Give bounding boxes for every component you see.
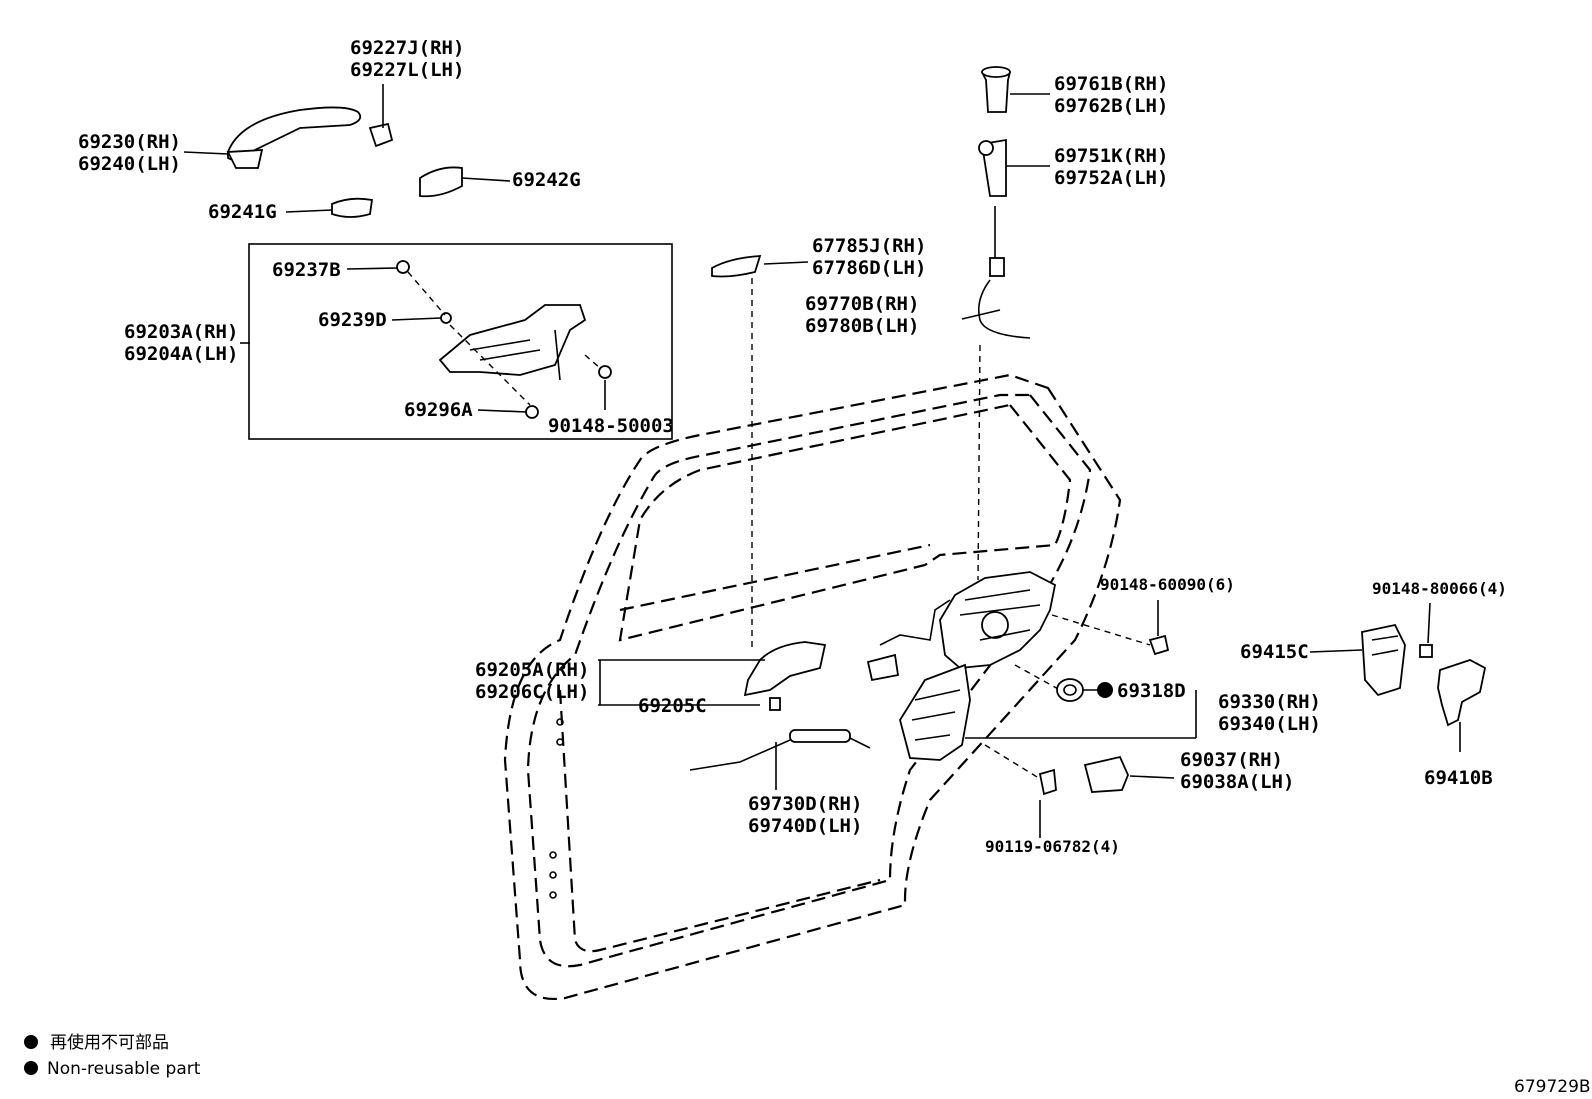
label-69740D: 69740D(LH) — [748, 815, 862, 837]
label-69205C: 69205C — [638, 695, 707, 717]
label-69330: 69330(RH) — [1218, 691, 1321, 713]
label-69780B: 69780B(LH) — [805, 315, 919, 337]
frame-assembly-box — [248, 243, 673, 440]
label-69237B: 69237B — [272, 259, 341, 281]
label-69206C: 69206C(LH) — [475, 681, 589, 703]
leader-lines — [183, 84, 1461, 838]
outer-handle-frame — [396, 260, 612, 419]
legend: 再使用不可部品 Non-reusable part — [24, 1032, 201, 1079]
label-90119-06782: 90119-06782(4) — [985, 837, 1120, 856]
label-69770B: 69770B(RH) — [805, 293, 919, 315]
label-90148-50003: 90148-50003 — [548, 415, 674, 437]
inside-handle-parts — [689, 255, 871, 771]
label-67786D: 67786D(LH) — [812, 257, 926, 279]
label-69227J: 69227J(RH) — [350, 37, 464, 59]
label-69752A: 69752A(LH) — [1054, 167, 1168, 189]
label-69761B: 69761B(RH) — [1054, 73, 1168, 95]
label-69296A: 69296A — [404, 399, 473, 421]
label-69203A: 69203A(RH) — [124, 321, 238, 343]
label-67785J: 67785J(RH) — [812, 235, 926, 257]
legend-jp: 再使用不可部品 — [50, 1032, 169, 1053]
legend-en: Non-reusable part — [47, 1059, 201, 1079]
label-69242G: 69242G — [512, 169, 581, 191]
rear-door-outline — [503, 373, 1122, 1001]
diagram-id: 679729B — [1514, 1077, 1591, 1097]
label-69204A: 69204A(LH) — [124, 343, 238, 365]
outer-handle-assembly — [226, 106, 463, 218]
label-90148-80066: 90148-80066(4) — [1372, 579, 1507, 598]
label-69730D: 69730D(RH) — [748, 793, 862, 815]
label-69762B: 69762B(LH) — [1054, 95, 1168, 117]
non-reusable-bullet-icon — [24, 1035, 38, 1049]
label-69415C: 69415C — [1240, 641, 1309, 663]
lock-cylinder-parts — [977, 66, 1031, 581]
label-69241G: 69241G — [208, 201, 277, 223]
door-lock-assembly — [866, 571, 1170, 796]
label-69230: 69230(RH) — [78, 131, 181, 153]
label-69240: 69240(LH) — [78, 153, 181, 175]
non-reusable-bullet-icon-2 — [24, 1061, 38, 1075]
striker-parts — [1361, 623, 1487, 727]
label-69751K: 69751K(RH) — [1054, 145, 1168, 167]
label-90148-60090: 90148-60090(6) — [1100, 575, 1235, 594]
label-69239D: 69239D — [318, 309, 387, 331]
label-69340: 69340(LH) — [1218, 713, 1321, 735]
label-69318D: 69318D — [1117, 680, 1186, 702]
part-labels: 69227J(RH) 69227L(LH) 69230(RH) 69240(LH… — [78, 37, 1507, 856]
label-69205A: 69205A(RH) — [475, 659, 589, 681]
label-69227L: 69227L(LH) — [350, 59, 464, 81]
label-69037: 69037(RH) — [1180, 749, 1283, 771]
label-69410B: 69410B — [1424, 767, 1493, 789]
label-69038A: 69038A(LH) — [1180, 771, 1294, 793]
